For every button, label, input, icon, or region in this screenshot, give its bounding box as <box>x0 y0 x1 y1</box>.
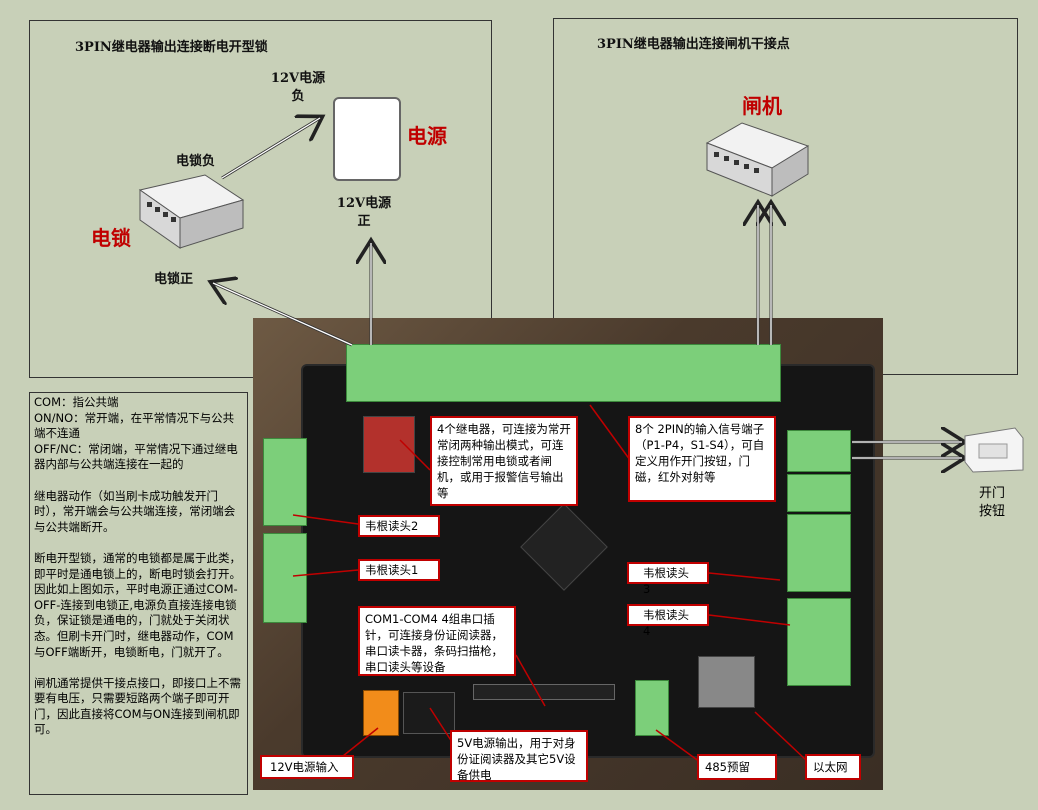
com-ports-callout: COM1-COM4 4组串口插针，可连接身份证阅读器，串口读卡器，条码扫描枪，串… <box>358 606 516 676</box>
lock-negative-label: 电锁负 <box>176 154 216 169</box>
rs485-terminal <box>635 680 669 736</box>
wiegand2-terminal <box>263 438 307 526</box>
wiegand3-callout: 韦根读头3 <box>627 562 709 596</box>
electric-lock-icon <box>138 174 245 249</box>
electric-lock-device <box>135 170 245 250</box>
power-negative-label: 12V电源 负 <box>268 70 328 106</box>
power-input-callout: 12V电源输入 <box>260 755 354 779</box>
rs485-callout: 485预留 <box>697 754 777 780</box>
power-supply-label: 电源 <box>407 124 447 148</box>
exit-button-icon <box>964 427 1024 473</box>
electric-lock-label: 电锁 <box>91 226 131 250</box>
exit-button-label: 开门 按钮 <box>968 485 1016 521</box>
left-panel-title: 3PIN继电器输出连接断电开型锁 <box>75 40 268 55</box>
right-panel-title: 3PIN继电器输出连接闸机干接点 <box>597 37 790 52</box>
wiegand4-terminal <box>787 598 851 686</box>
wiegand2-callout: 韦根读头2 <box>358 515 440 537</box>
com-pin-header <box>473 684 615 700</box>
note-gate-explanation: 闸机通常提供干接点接口，即接口上不需要有电压，只需要短路两个端子即可开门，因此直… <box>34 675 241 737</box>
power-positive-label: 12V电源 正 <box>334 195 394 231</box>
wiegand1-callout: 韦根读头1 <box>358 559 440 581</box>
wiegand1-terminal <box>263 533 307 623</box>
relay-callout: 4个继电器，可连接为常开常闭两种输出模式，可连接控制常用电锁或者闸机，或用于报警… <box>430 416 578 506</box>
power-negative-line2: 负 <box>291 89 305 104</box>
input-terminal-right-2 <box>787 474 851 512</box>
wiegand3-terminal <box>787 514 851 592</box>
note-relay-action: 继电器动作（如当刷卡成功触发开门时），常开端会与公共端连接，常闭端会与公共端断开… <box>34 488 236 534</box>
inputs-callout: 8个 2PIN的输入信号端子（P1-P4，S1-S4），可自定义用作开门按钮，门… <box>628 416 776 502</box>
note-com: COM：指公共端 <box>34 395 119 409</box>
power-input-connector <box>363 690 399 736</box>
note-off-nc: OFF/NC：常闭端，平常情况下通过继电器内部与公共端连接在一起的 <box>34 441 238 472</box>
power-positive-line1: 12V电源 <box>336 196 392 211</box>
power-negative-line1: 12V电源 <box>270 71 326 86</box>
note-on-no: ON/NO：常开端，在平常情况下与公共端不连通 <box>34 410 235 441</box>
top-terminal-row <box>346 344 781 402</box>
note-lock-explanation: 断电开型锁，通常的电锁都是属于此类，即平时是通电锁上的，断电时锁会打开。因此如上… <box>34 550 241 659</box>
ethernet-callout: 以太网 <box>805 754 861 780</box>
wiegand4-callout: 韦根读头4 <box>627 604 709 638</box>
input-terminal-right-1 <box>787 430 851 472</box>
5v-output-callout: 5V电源输出，用于对身份证阅读器及其它5V设备供电 <box>450 730 588 782</box>
exit-button-label-line1: 开门 <box>978 486 1005 501</box>
exit-button-device <box>963 426 1025 474</box>
relay-block <box>363 416 415 473</box>
lock-positive-label: 电锁正 <box>154 272 194 287</box>
gate-device <box>702 118 812 198</box>
power-supply-box <box>333 97 401 181</box>
ethernet-jack <box>698 656 755 708</box>
power-positive-line2: 正 <box>357 214 371 229</box>
gate-label: 闸机 <box>742 94 782 118</box>
gate-device-icon <box>705 122 810 197</box>
exit-button-label-line2: 按钮 <box>978 504 1005 519</box>
controller-board-photo <box>253 318 883 790</box>
explanation-notes: COM：指公共端 ON/NO：常开端，在平常情况下与公共端不连通 OFF/NC：… <box>29 392 248 795</box>
5v-output-connector <box>403 692 455 734</box>
